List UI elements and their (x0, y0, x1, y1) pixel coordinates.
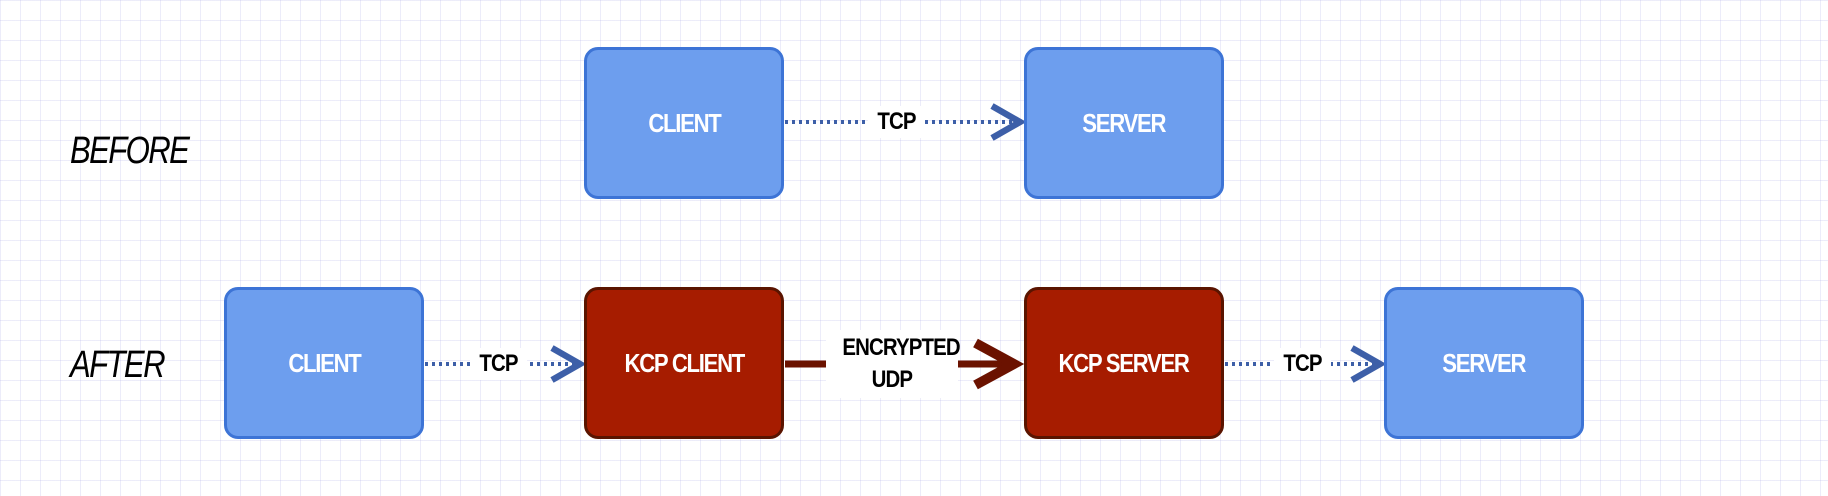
after-server-node: SERVER (1384, 287, 1584, 439)
before-server-label: SERVER (1082, 107, 1167, 138)
row-label-before: BEFORE (70, 130, 190, 172)
encrypted-udp-label: ENCRYPTED UDP (826, 330, 961, 398)
row-label-after: AFTER (70, 344, 166, 386)
after-client-node: CLIENT (224, 287, 424, 439)
kcp-server-node: KCP SERVER (1024, 287, 1224, 439)
before-client-node: CLIENT (584, 47, 784, 199)
after-tcp-right-label: TCP (1274, 348, 1331, 380)
kcp-client-node: KCP CLIENT (584, 287, 784, 439)
after-server-label: SERVER (1442, 347, 1527, 378)
after-tcp-left-label: TCP (470, 348, 527, 380)
before-client-label: CLIENT (647, 107, 721, 138)
after-client-label: CLIENT (287, 347, 361, 378)
before-server-node: SERVER (1024, 47, 1224, 199)
kcp-client-label: KCP CLIENT (624, 347, 745, 378)
kcp-server-label: KCP SERVER (1058, 347, 1190, 378)
before-tcp-label: TCP (868, 106, 925, 138)
